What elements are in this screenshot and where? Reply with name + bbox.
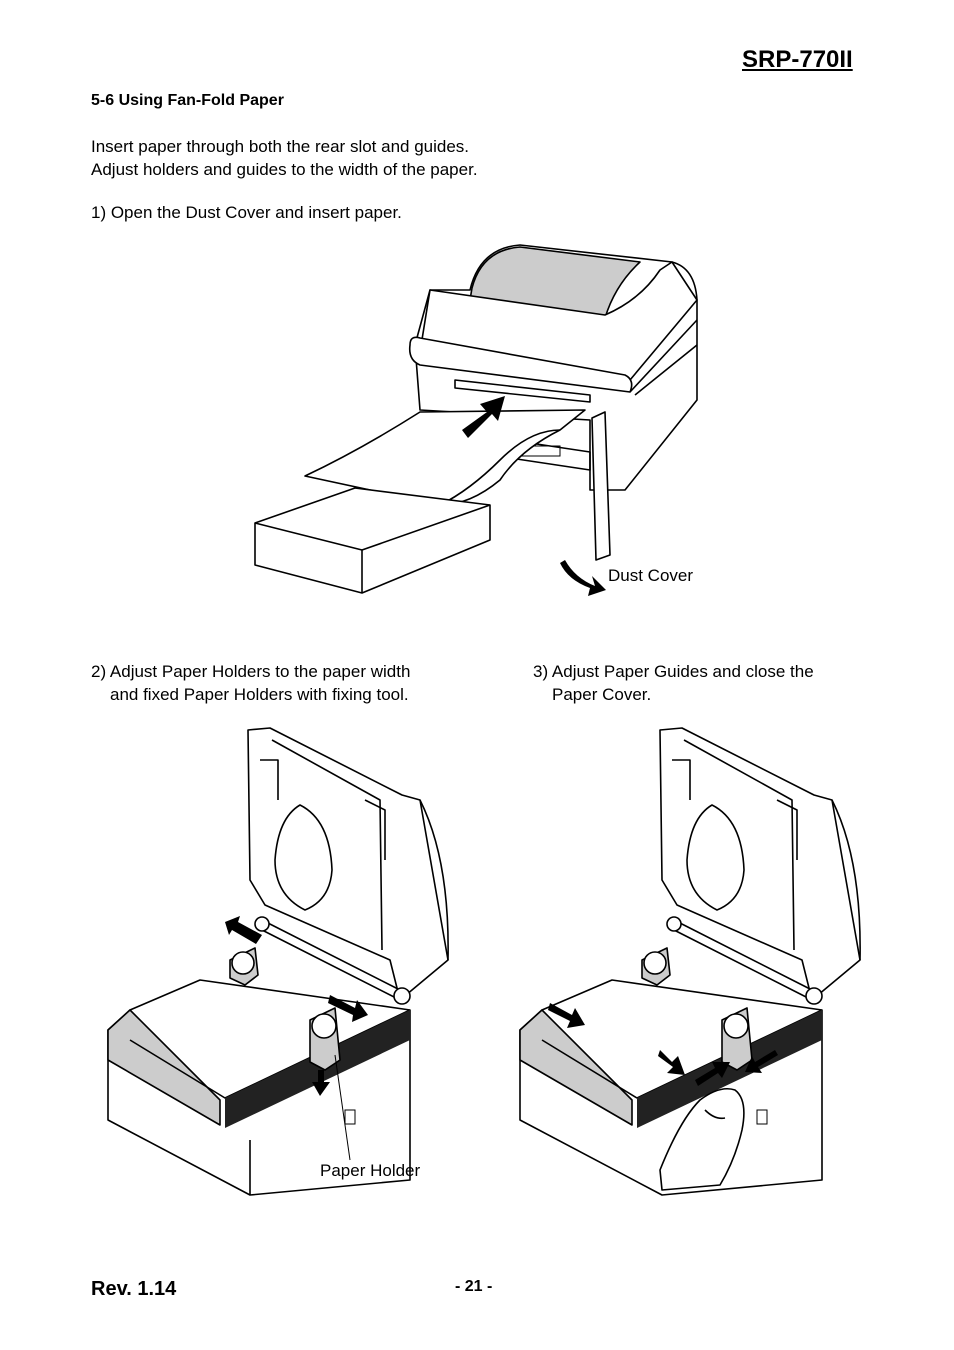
- revision-label: Rev. 1.14: [91, 1278, 177, 1300]
- step-1-text: 1) Open the Dust Cover and insert paper.: [91, 203, 402, 222]
- step-2-text: 2) Adjust Paper Holders to the paper wid…: [91, 660, 491, 706]
- section-title: 5-6 Using Fan-Fold Paper: [91, 92, 284, 109]
- step-2-line-1: 2) Adjust Paper Holders to the paper wid…: [91, 662, 411, 681]
- intro-text: Insert paper through both the rear slot …: [91, 135, 478, 181]
- step-3-line-2: Paper Cover.: [552, 685, 652, 704]
- step-3-text: 3) Adjust Paper Guides and close the Pap…: [533, 660, 913, 706]
- intro-line-1: Insert paper through both the rear slot …: [91, 137, 470, 156]
- step-2-line-2: and fixed Paper Holders with fixing tool…: [110, 685, 409, 704]
- page-number: - 21 -: [455, 1278, 493, 1295]
- label-paper-holder: Paper Holder: [320, 1161, 421, 1180]
- label-dust-cover: Dust Cover: [608, 566, 694, 585]
- model-title: SRP-770II: [742, 46, 853, 73]
- step-3-line-1: 3) Adjust Paper Guides and close the: [533, 662, 814, 681]
- intro-line-2: Adjust holders and guides to the width o…: [91, 160, 478, 179]
